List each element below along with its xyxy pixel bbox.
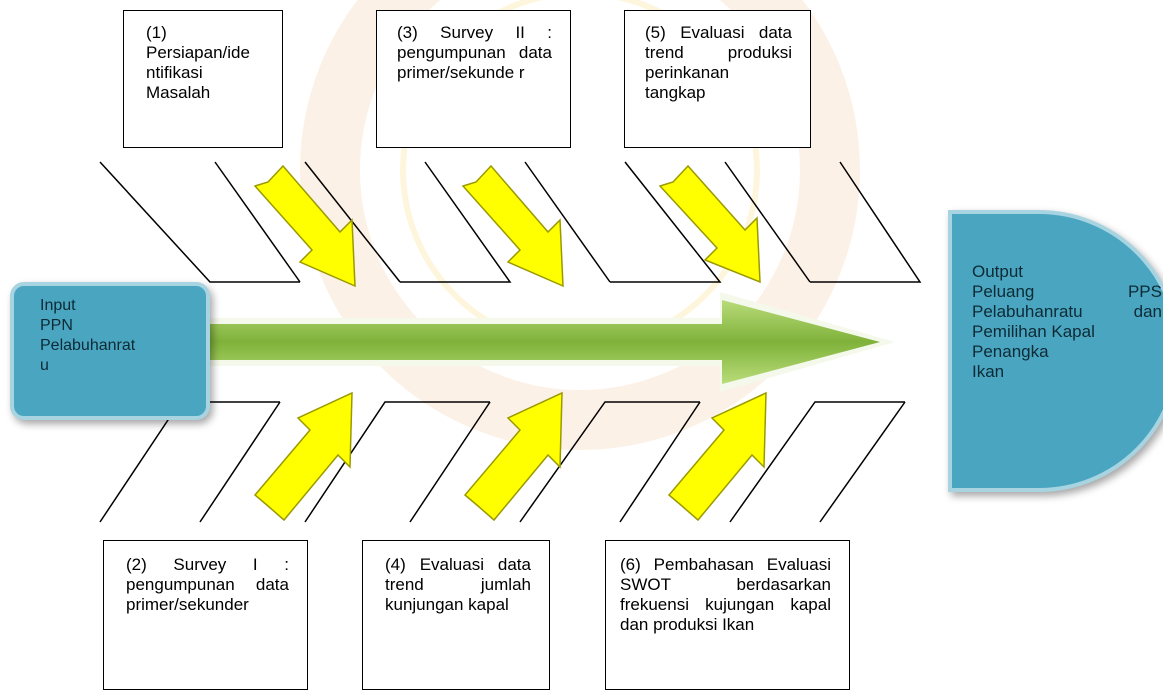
arrow-up-1 bbox=[253, 391, 353, 522]
upper-bone-3 bbox=[610, 161, 722, 283]
upper-bone-2 bbox=[400, 161, 512, 283]
input-text: Input PPN Pelabuhanrat u bbox=[40, 297, 136, 374]
step-box-5-text: (5) Evaluasi data trend produksi perinka… bbox=[645, 23, 792, 102]
main-spine-arrow-body bbox=[205, 300, 880, 384]
step-box-2-text: (2) Survey I : pengumpunan data primer/s… bbox=[126, 555, 289, 614]
arrow-up-3 bbox=[667, 391, 767, 522]
step-box-2: (2) Survey I : pengumpunan data primer/s… bbox=[103, 540, 308, 690]
step-box-6-text: (6) Pembahasan Evaluasi SWOT berdasarkan… bbox=[620, 555, 831, 634]
input-box: Input PPN Pelabuhanrat u bbox=[10, 282, 210, 420]
upper-bone-4-left bbox=[724, 161, 811, 283]
lower-bone-3 bbox=[519, 401, 700, 523]
step-box-6: (6) Pembahasan Evaluasi SWOT berdasarkan… bbox=[605, 540, 850, 690]
upper-bone-4 bbox=[810, 161, 922, 283]
lower-bone-1 bbox=[99, 401, 280, 523]
upper-bone-1-right bbox=[214, 161, 301, 283]
arrow-up-2 bbox=[463, 391, 563, 522]
output-shape bbox=[948, 210, 1163, 492]
upper-bone-1 bbox=[99, 161, 300, 283]
lower-bone-4 bbox=[729, 401, 905, 523]
lower-bone-3-right bbox=[619, 401, 701, 523]
step-box-1-text: (1) Persiapan/ide ntifikasi Masalah bbox=[146, 23, 250, 102]
arrow-down-1 bbox=[253, 164, 356, 288]
step-box-4-text: (4) Evaluasi data trend jumlah kunjungan… bbox=[385, 555, 531, 614]
upper-bone-3-left bbox=[524, 161, 611, 283]
arrow-down-3 bbox=[658, 164, 761, 284]
step-box-3-text: (3) Survey II : pengumpunan data primer/… bbox=[397, 23, 552, 82]
lower-bone-2 bbox=[304, 401, 490, 523]
step-box-5: (5) Evaluasi data trend produksi perinka… bbox=[624, 10, 811, 148]
arrow-down-2 bbox=[461, 164, 564, 288]
lower-bone-1-right bbox=[199, 401, 281, 523]
step-box-4: (4) Evaluasi data trend jumlah kunjungan… bbox=[362, 540, 550, 690]
step-box-3: (3) Survey II : pengumpunan data primer/… bbox=[376, 10, 571, 148]
lower-bone-2-right bbox=[409, 401, 491, 523]
output-text: Output Peluang PPS Pelabuhanratu dan Pem… bbox=[972, 262, 1162, 381]
step-box-1: (1) Persiapan/ide ntifikasi Masalah bbox=[123, 10, 283, 148]
lower-bone-4-right bbox=[819, 401, 906, 523]
